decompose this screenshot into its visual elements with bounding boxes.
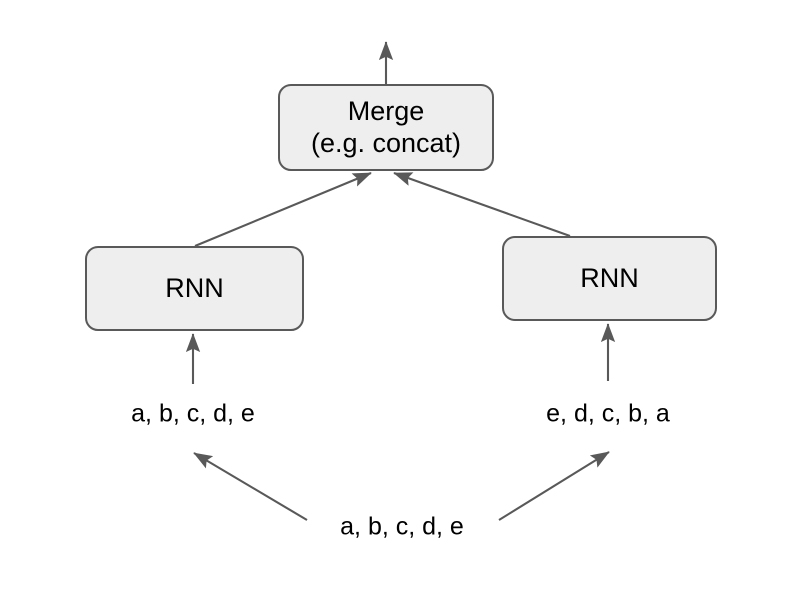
label-source-sequence: a, b, c, d, e [340, 512, 464, 541]
node-merge-line-2: (e.g. concat) [310, 127, 462, 158]
node-merge[interactable]: Merge (e.g. concat) [278, 84, 494, 171]
label-forward-input: a, b, c, d, e [131, 399, 255, 428]
node-rnn-forward-label: RNN [165, 272, 224, 303]
node-rnn-forward[interactable]: RNN [85, 246, 304, 331]
edge-rnn-backward-to-merge [393, 172, 571, 237]
node-merge-line-1: Merge [347, 95, 425, 126]
node-rnn-backward-label: RNN [580, 262, 639, 293]
node-rnn-backward[interactable]: RNN [502, 236, 717, 321]
label-backward-input: e, d, c, b, a [546, 399, 670, 428]
edge-source-to-forward-input [193, 452, 308, 521]
edge-rnn-forward-to-merge [194, 172, 372, 247]
edge-source-to-backward-input [498, 451, 610, 521]
